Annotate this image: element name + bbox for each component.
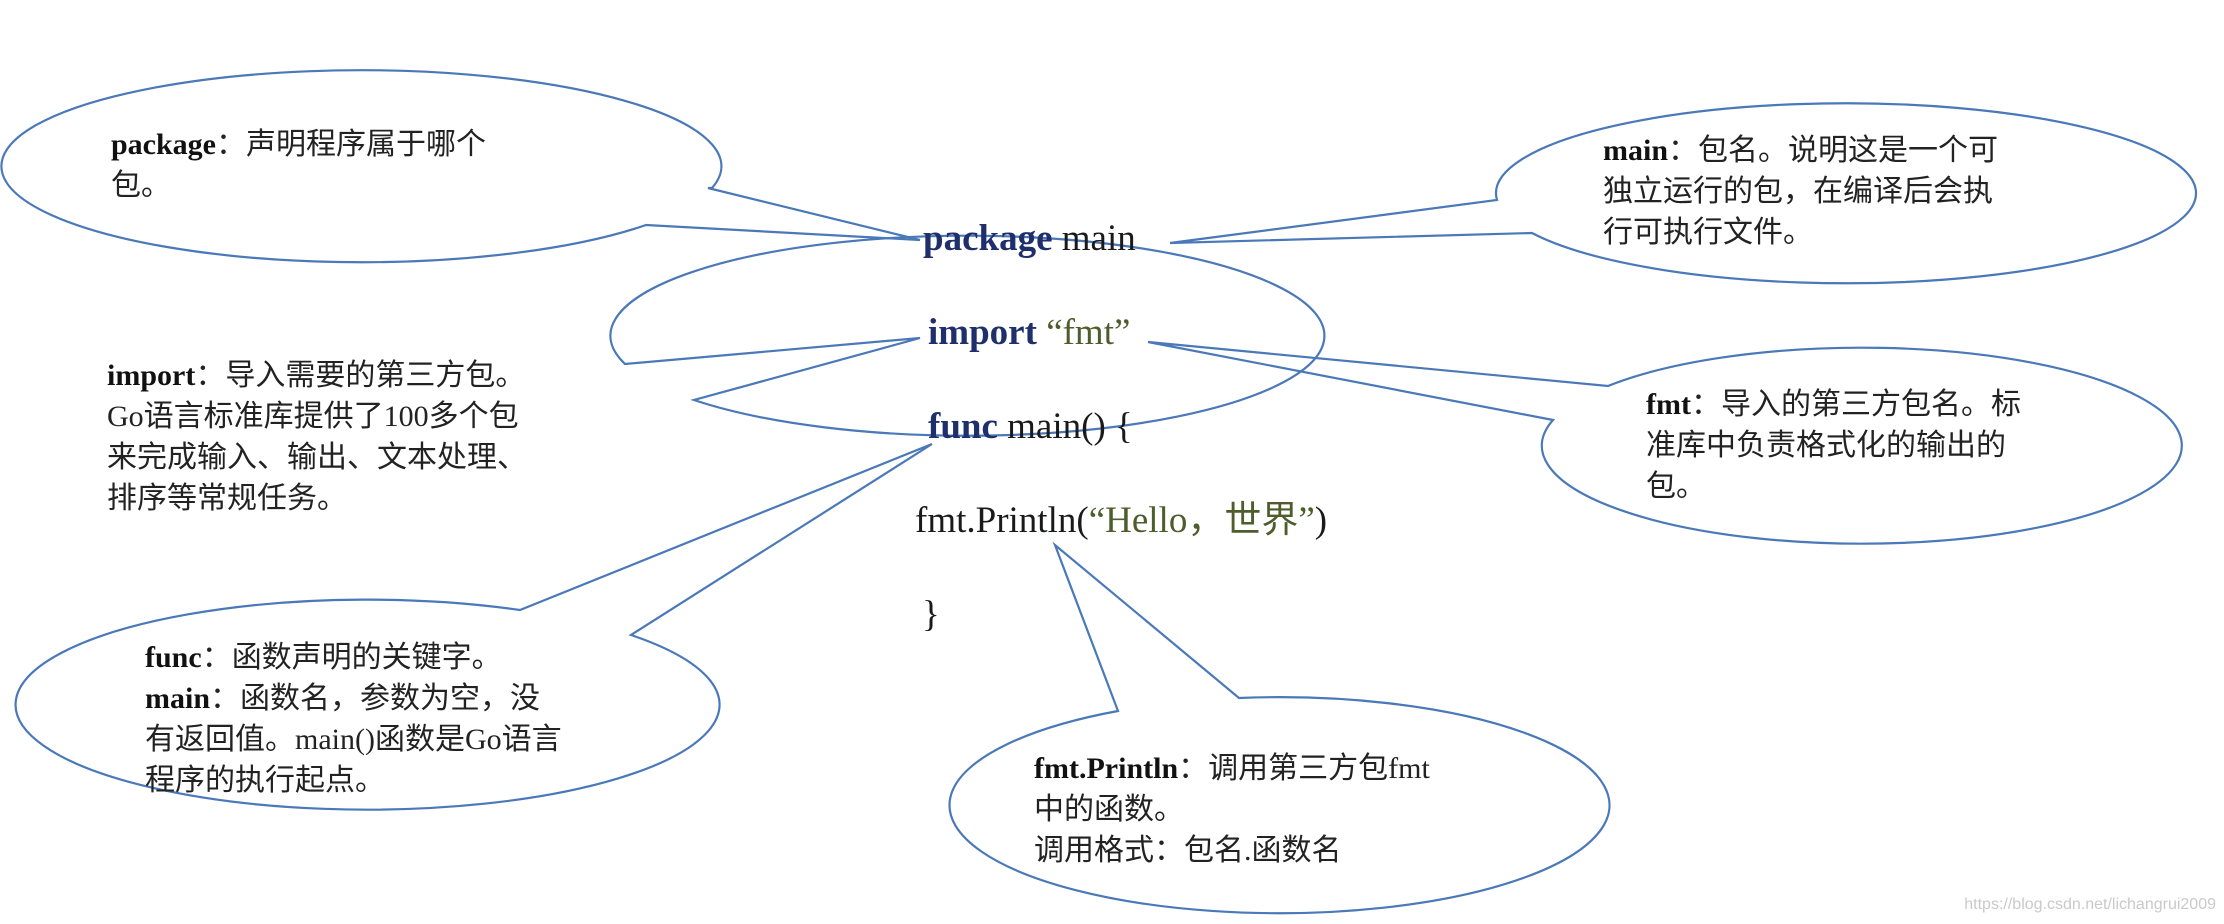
main-description: 包名。说明这是一个可	[1698, 134, 1999, 167]
println-argument: “Hello，世界”	[1088, 500, 1315, 541]
func-term: func	[145, 641, 202, 674]
main-callout-text: main：包名。说明这是一个可 独立运行的包，在编译后会执 行可执行文件。	[1603, 134, 1999, 249]
code-line-func: func main() {	[928, 408, 1133, 445]
println-term: fmt.Println	[1034, 752, 1179, 785]
code-line-println: fmt.Println(“Hello，世界”)	[915, 502, 1327, 539]
import-path: “fmt”	[1046, 312, 1131, 353]
main-func-description: 函数名，参数为空，没	[240, 682, 541, 715]
package-description: 声明程序属于哪个	[246, 128, 486, 161]
func-description: 函数声明的关键字。	[231, 641, 502, 674]
import-callout-text: import：导入需要的第三方包。 Go语言标准库提供了100多个包 来完成输入…	[107, 359, 527, 515]
close-brace: }	[922, 594, 940, 635]
fmt-callout-bubble	[1147, 340, 2183, 545]
package-callout-bubble	[0, 69, 921, 264]
fmt-callout-text: fmt：导入的第三方包名。标 准库中负责格式化的输出的 包。	[1646, 388, 2021, 503]
code-line-import: import “fmt”	[928, 314, 1130, 351]
println-callout-text: fmt.Println：调用第三方包fmt 中的函数。 调用格式：包名.函数名	[1034, 752, 1430, 867]
package-callout-text: package：声明程序属于哪个 包。	[111, 128, 486, 202]
package-name: main	[1061, 218, 1136, 259]
println-callout-bubble	[948, 541, 1611, 915]
main-term: main	[1603, 134, 1669, 167]
func-callout-bubble	[14, 442, 933, 811]
fmt-description: 导入的第三方包名。标	[1720, 388, 2021, 421]
code-line-package: package main	[923, 220, 1136, 257]
func-keyword: func	[928, 406, 998, 447]
code-line-close-brace: }	[922, 596, 940, 633]
import-callout-bubble	[609, 234, 1326, 437]
import-term: import	[107, 359, 196, 392]
main-func-term: main	[145, 682, 211, 715]
fmt-term: fmt	[1646, 388, 1691, 421]
println-description: 调用第三方包fmt	[1208, 752, 1430, 785]
import-description: 导入需要的第三方包。	[225, 359, 526, 392]
func-callout-text: func：函数声明的关键字。 main：函数名，参数为空，没 有返回值。main…	[145, 641, 562, 797]
func-signature: main() {	[1007, 406, 1133, 447]
package-keyword: package	[923, 218, 1053, 259]
watermark: https://blog.csdn.net/lichangrui2009	[1964, 896, 2216, 913]
import-keyword: import	[928, 312, 1037, 353]
main-callout-bubble	[1169, 102, 2198, 285]
println-close-paren: )	[1314, 500, 1328, 541]
package-term: package	[111, 128, 216, 161]
println-call: fmt.Println(	[915, 500, 1089, 541]
